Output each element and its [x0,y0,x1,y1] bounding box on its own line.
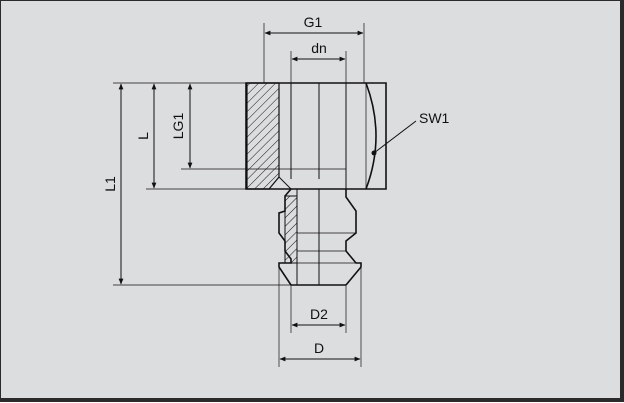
label-l: L [135,132,151,140]
label-d2: D2 [310,306,328,322]
dimension-g1: G1 [263,14,365,83]
callout-sw1: SW1 [371,110,450,156]
dimension-dn: dn [290,40,347,83]
hose-tail [278,188,362,286]
label-g1: G1 [304,14,323,30]
dimension-l1: L1 [102,82,291,286]
label-l1: L1 [102,176,118,192]
dimension-d2: D2 [290,285,347,333]
dimension-lg1: LG1 [170,82,279,170]
label-d: D [314,340,324,356]
label-lg1: LG1 [170,113,186,140]
label-sw1: SW1 [419,110,450,126]
label-dn: dn [311,40,327,56]
fitting-body [245,82,387,190]
dimension-l: L [135,82,246,190]
dimension-d: D [278,267,362,367]
